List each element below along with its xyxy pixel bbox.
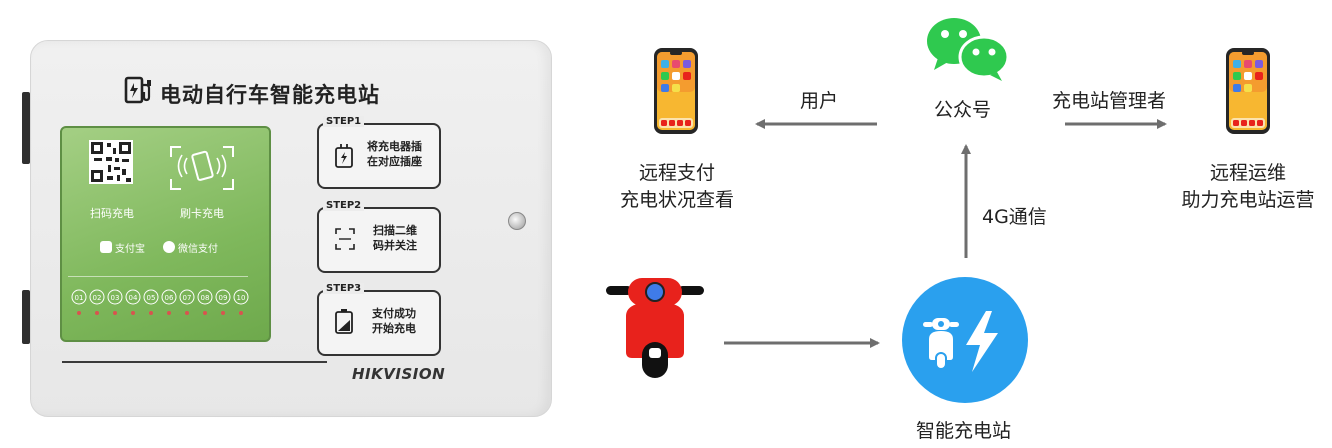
port-number: 10 [237, 294, 246, 302]
device-title: 电动自行车智能充电站 [160, 83, 380, 107]
mount-bracket [22, 92, 30, 164]
port-number: 08 [201, 294, 210, 302]
port-led [203, 311, 207, 315]
step-3-text: 支付成功 [372, 307, 416, 320]
step-2-text: 扫描二维 [373, 224, 417, 237]
step-3-tag: STEP3 [323, 283, 365, 294]
admin-phone-label: 远程运维 [1209, 162, 1286, 184]
port-indicators: 01 02 03 04 05 06 07 08 09 10 [71, 289, 249, 315]
port-led [167, 311, 171, 315]
port-led [149, 311, 153, 315]
port-indicator-ring [161, 289, 177, 305]
port-indicator-ring [89, 289, 105, 305]
scooter-icon [606, 278, 704, 378]
wechat-pay-icon [163, 241, 175, 253]
lock-icon [508, 212, 526, 230]
port-led [113, 311, 117, 315]
step-1-box [317, 123, 441, 189]
port-indicator-ring [179, 289, 195, 305]
alipay-label: 支付宝 [115, 244, 145, 255]
port-number: 05 [147, 294, 156, 302]
port-indicator-ring [197, 289, 213, 305]
step-1-text: 在对应插座 [367, 155, 422, 168]
charging-station-icon [902, 277, 1028, 403]
step-1-text: 将充电器插 [367, 140, 422, 153]
port-indicator-ring [71, 289, 87, 305]
edge-label-admin: 充电站管理者 [1052, 90, 1167, 112]
step-2-tag: STEP2 [323, 200, 365, 211]
mount-bracket [22, 290, 30, 344]
user-phone-label: 充电状况查看 [619, 189, 734, 211]
port-number: 07 [183, 294, 192, 302]
port-led [77, 311, 81, 315]
wechat-official-account-label: 公众号 [934, 99, 992, 121]
scan-frame-icon [335, 228, 355, 250]
step-2-box [317, 207, 441, 273]
port-indicator-ring [125, 289, 141, 305]
brand-logo: HIKVISION [352, 365, 446, 383]
wechat-icon [927, 18, 1010, 81]
user-phone-label: 远程支付 [638, 162, 715, 184]
port-indicator-ring [107, 289, 123, 305]
port-led [221, 311, 225, 315]
battery-icon [335, 309, 353, 334]
nfc-card-icon [170, 146, 234, 190]
admin-phone-label: 助力充电站运营 [1181, 189, 1315, 211]
port-led [239, 311, 243, 315]
port-indicator-ring [233, 289, 249, 305]
step-1-tag: STEP1 [323, 116, 365, 127]
port-number: 09 [219, 294, 228, 302]
smartphone-icon [654, 48, 698, 134]
step-2-text: 码并关注 [373, 239, 417, 252]
port-indicator-ring [143, 289, 159, 305]
scan-to-charge-label: 扫码充电 [90, 207, 134, 220]
step-3-text: 开始充电 [372, 322, 416, 335]
smart-charging-station-label: 智能充电站 [916, 420, 1012, 442]
edge-label-user: 用户 [800, 90, 839, 112]
port-indicator-ring [215, 289, 231, 305]
port-led [95, 311, 99, 315]
divider [68, 276, 248, 277]
port-number: 01 [75, 294, 84, 302]
port-led [185, 311, 189, 315]
plug-icon [335, 144, 353, 168]
edge-label-4g: 4G通信 [982, 206, 1047, 228]
smartphone-icon [1226, 48, 1270, 134]
divider [62, 361, 327, 363]
card-to-charge-label: 刷卡充电 [180, 207, 224, 220]
step-3-box [317, 290, 441, 356]
charging-pile-icon [124, 76, 151, 104]
port-number: 02 [93, 294, 102, 302]
port-number: 03 [111, 294, 120, 302]
qr-code-icon [89, 140, 133, 184]
charging-station-device: 电动自行车智能充电站 扫码充电 刷卡充电 支付宝 微信支付 01 02 03 04 05… [0, 0, 600, 448]
port-number: 06 [165, 294, 174, 302]
port-led [131, 311, 135, 315]
alipay-icon [100, 241, 112, 253]
port-number: 04 [129, 294, 138, 302]
wechat-pay-label: 微信支付 [178, 244, 218, 255]
